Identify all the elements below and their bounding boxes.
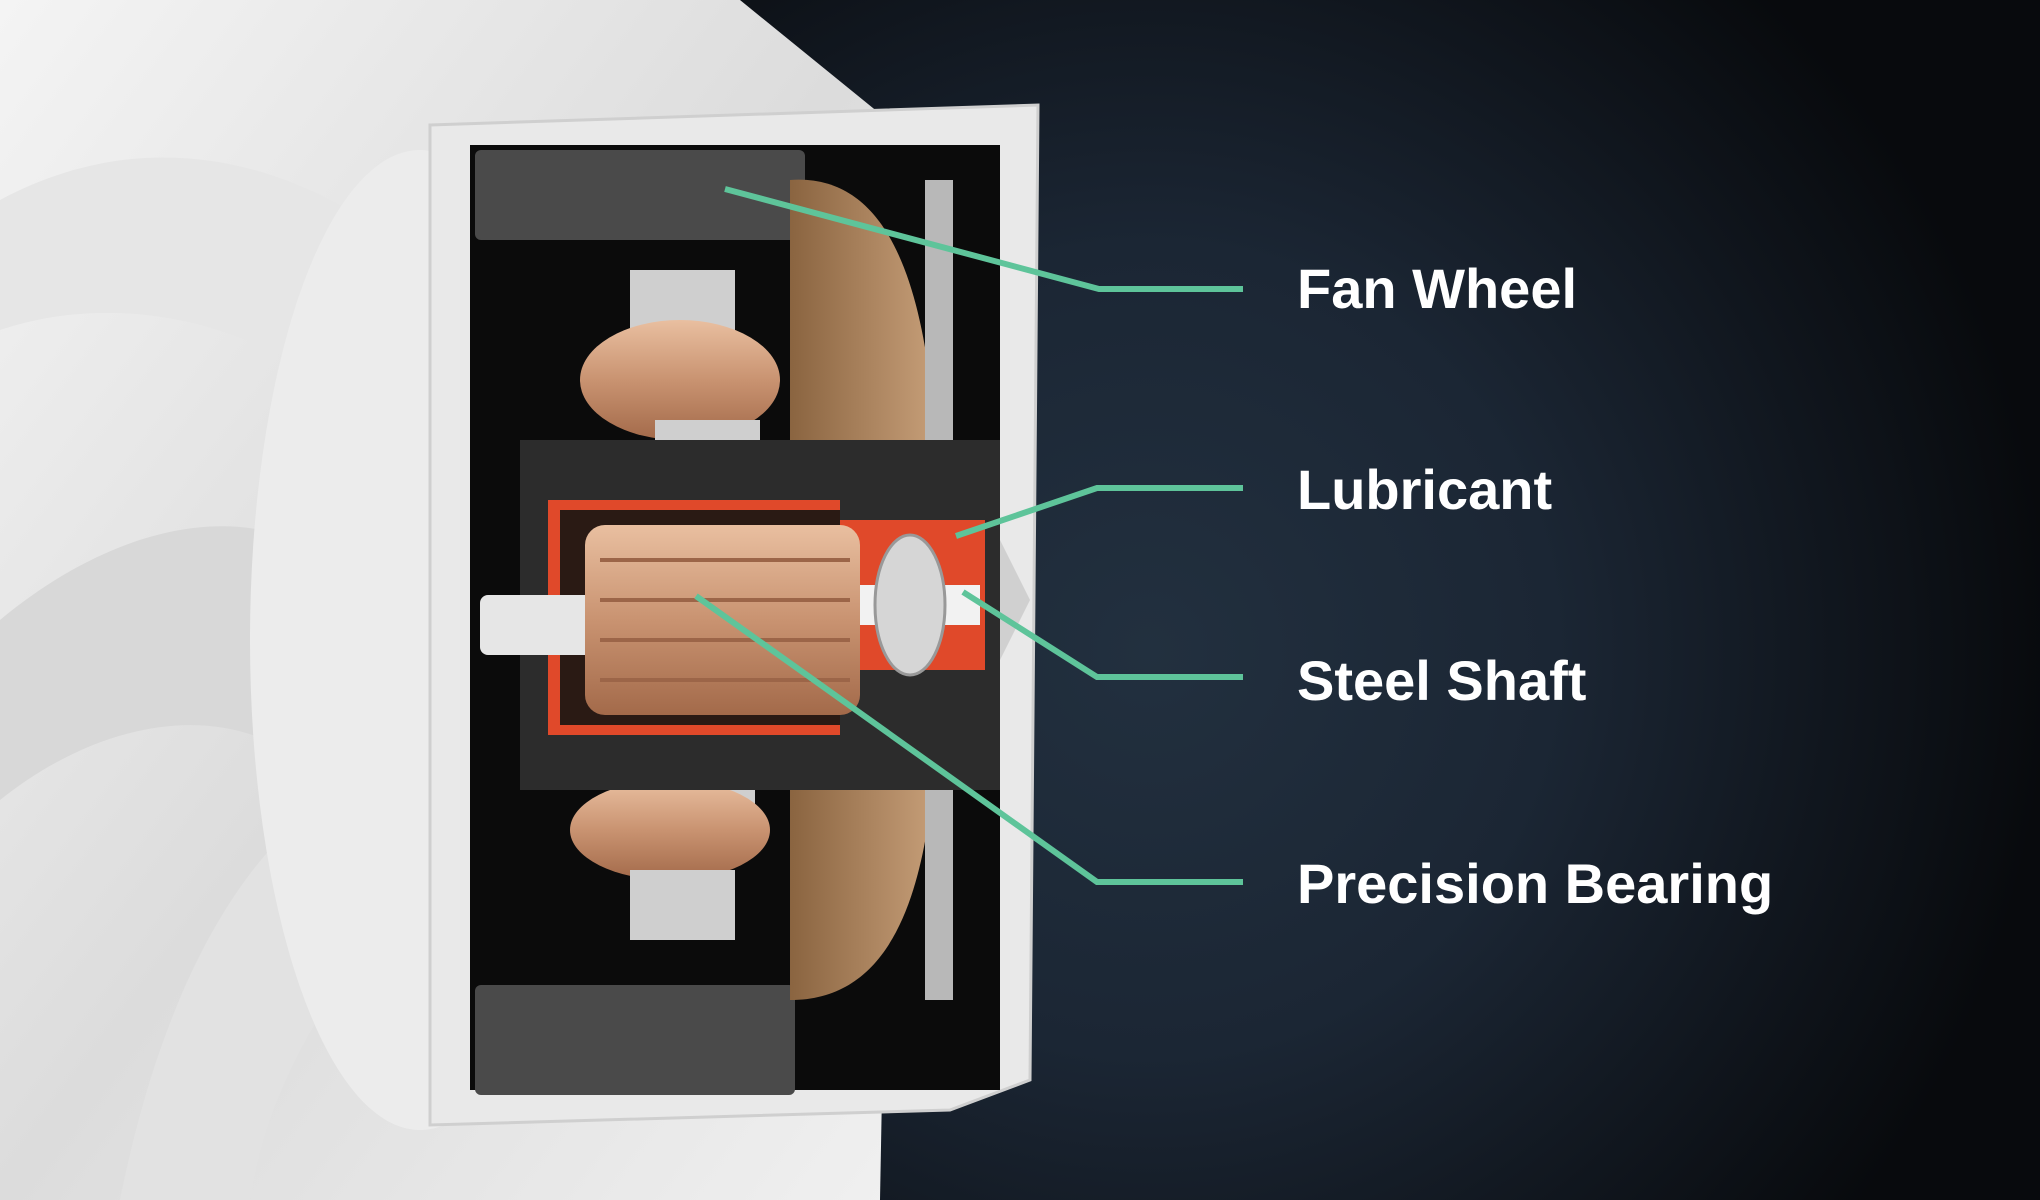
label-steel-shaft: Steel Shaft <box>1297 649 1587 712</box>
label-lubricant: Lubricant <box>1297 458 1553 521</box>
label-fan-wheel: Fan Wheel <box>1297 257 1578 320</box>
leader-line-lubricant <box>955 485 1243 539</box>
leader-line-fan-wheel <box>724 186 1243 292</box>
leader-line-steel-shaft <box>961 589 1243 680</box>
precision-bearing <box>873 533 947 677</box>
label-precision-bearing: Precision Bearing <box>1297 852 1774 915</box>
fan-wheel-rim <box>475 150 805 240</box>
leader-line-precision-bearing <box>694 593 1243 885</box>
motor-housing <box>428 103 1040 1127</box>
